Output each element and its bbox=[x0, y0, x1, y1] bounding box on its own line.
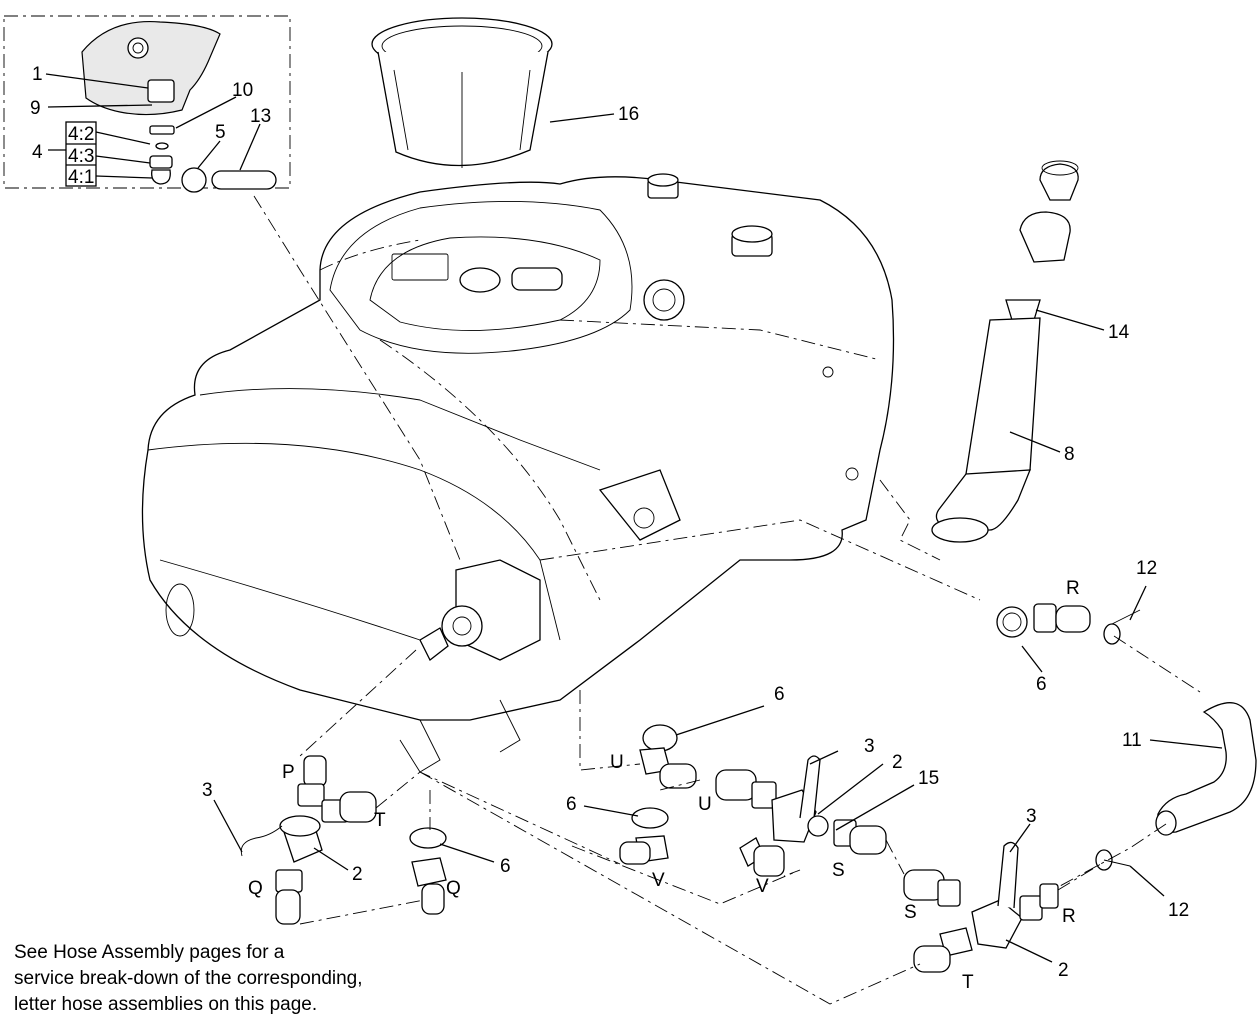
callout-3-right: 3 bbox=[1026, 806, 1037, 827]
callout-14: 14 bbox=[1108, 322, 1130, 343]
callout-3-left: 3 bbox=[202, 780, 213, 801]
callout-2-left: 2 bbox=[352, 864, 363, 885]
callout-r-lower: R bbox=[1062, 906, 1076, 927]
large-hose bbox=[1149, 702, 1257, 836]
callout-4-1: 4:1 bbox=[68, 167, 94, 188]
callout-v-left: V bbox=[652, 870, 665, 891]
callout-labels: 1 9 10 5 13 4 4:2 4:3 4:1 16 14 8 12 R 6… bbox=[30, 64, 1189, 993]
callout-16: 16 bbox=[618, 104, 639, 125]
note-line-1: See Hose Assembly pages for a bbox=[14, 942, 285, 963]
filler-neck bbox=[931, 160, 1105, 543]
callout-6-upper: 6 bbox=[1036, 674, 1047, 695]
valve-assembly-lower-left bbox=[213, 755, 495, 925]
callout-q-left: Q bbox=[248, 878, 263, 899]
callout-r-upper: R bbox=[1066, 578, 1080, 599]
callout-15: 15 bbox=[918, 768, 939, 789]
callout-1: 1 bbox=[32, 64, 43, 85]
callout-p: P bbox=[282, 762, 295, 783]
callout-2-middle: 2 bbox=[892, 752, 903, 773]
callout-8: 8 bbox=[1064, 444, 1075, 465]
callout-6-middle-top: 6 bbox=[774, 684, 785, 705]
tank-body bbox=[141, 173, 895, 773]
callout-3-middle: 3 bbox=[864, 736, 875, 757]
callout-v-right: V bbox=[756, 876, 769, 897]
callout-6-lower-left: 6 bbox=[500, 856, 511, 877]
detail-inset bbox=[3, 15, 291, 193]
fittings-middle bbox=[583, 805, 785, 877]
callout-s-right: S bbox=[904, 902, 917, 923]
note-line-3: letter hose assemblies on this page. bbox=[14, 994, 318, 1015]
callout-6-middle-left: 6 bbox=[566, 794, 577, 815]
callout-11: 11 bbox=[1122, 730, 1142, 751]
callout-4: 4 bbox=[32, 142, 43, 163]
strainer-basket bbox=[371, 17, 615, 168]
callout-u-left: U bbox=[610, 752, 624, 773]
callout-12-upper: 12 bbox=[1136, 558, 1157, 579]
valve-assembly-lower-right bbox=[903, 823, 1165, 973]
callout-13: 13 bbox=[250, 106, 271, 127]
callout-4-3: 4:3 bbox=[68, 146, 94, 167]
callout-2-right: 2 bbox=[1058, 960, 1069, 981]
callout-q-right: Q bbox=[446, 878, 461, 899]
callout-10: 10 bbox=[232, 80, 253, 101]
callout-5: 5 bbox=[215, 122, 226, 143]
callout-4-2: 4:2 bbox=[68, 124, 94, 145]
valve-assembly-middle bbox=[639, 705, 915, 855]
callout-s-middle: S bbox=[832, 860, 845, 881]
callout-9: 9 bbox=[30, 98, 41, 119]
note-line-2: service break-down of the corresponding, bbox=[14, 968, 363, 989]
fittings-upper-right bbox=[996, 585, 1147, 673]
hose-assembly-note: See Hose Assembly pages for a service br… bbox=[14, 940, 434, 1018]
hose-routing-lines bbox=[253, 195, 1201, 1005]
callout-t-left: T bbox=[374, 810, 386, 831]
callout-t-right: T bbox=[962, 972, 974, 993]
callout-u-right: U bbox=[698, 794, 712, 815]
callout-12-lower: 12 bbox=[1168, 900, 1189, 921]
